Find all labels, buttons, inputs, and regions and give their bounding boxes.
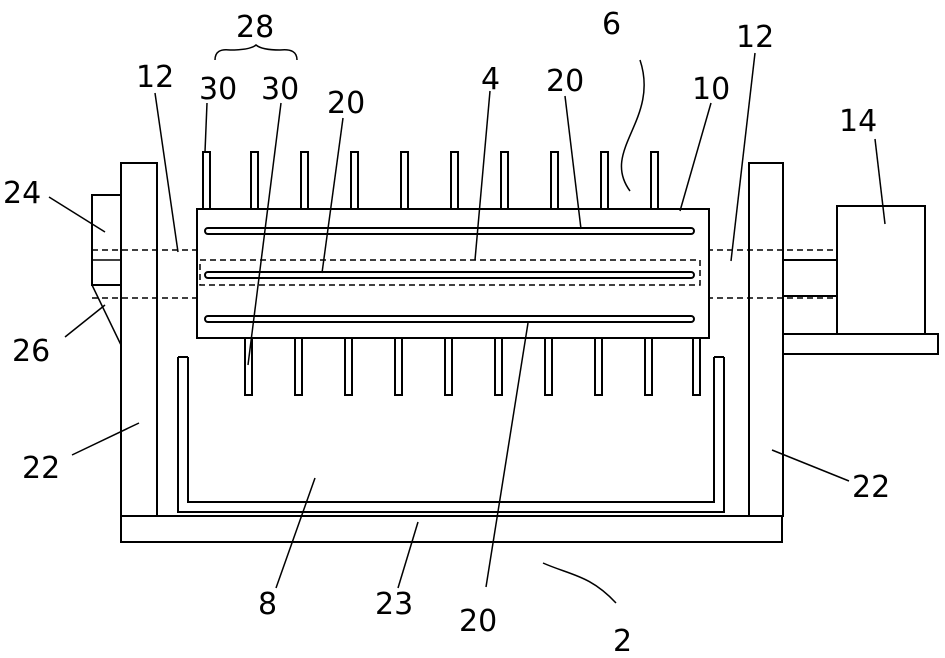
left-bracket bbox=[92, 195, 121, 285]
label-14: 14 bbox=[839, 104, 877, 139]
label-4: 4 bbox=[481, 62, 500, 97]
lower-needles bbox=[245, 338, 700, 395]
label-28: 28 bbox=[236, 10, 274, 45]
label-12-left: 12 bbox=[136, 60, 174, 95]
label-6: 6 bbox=[602, 7, 621, 42]
label-10: 10 bbox=[692, 72, 730, 107]
label-2: 2 bbox=[613, 624, 632, 658]
label-30-a: 30 bbox=[199, 72, 237, 107]
label-20-bottom: 20 bbox=[459, 604, 497, 639]
motor-box bbox=[837, 206, 925, 334]
label-12-right: 12 bbox=[736, 20, 774, 55]
label-20-top-right: 20 bbox=[546, 64, 584, 99]
label-20-top-left: 20 bbox=[327, 86, 365, 121]
left-support-outer bbox=[121, 163, 157, 516]
label-26: 26 bbox=[12, 334, 50, 369]
label-22-right: 22 bbox=[852, 470, 890, 505]
base-plate bbox=[121, 516, 782, 542]
label-8: 8 bbox=[258, 587, 277, 622]
label-23: 23 bbox=[375, 587, 413, 622]
motor-base bbox=[783, 334, 938, 354]
label-22-left: 22 bbox=[22, 451, 60, 486]
label-24: 24 bbox=[3, 176, 41, 211]
label-30-b: 30 bbox=[261, 72, 299, 107]
motor-coupling bbox=[783, 260, 837, 296]
right-support-outer bbox=[749, 163, 783, 516]
